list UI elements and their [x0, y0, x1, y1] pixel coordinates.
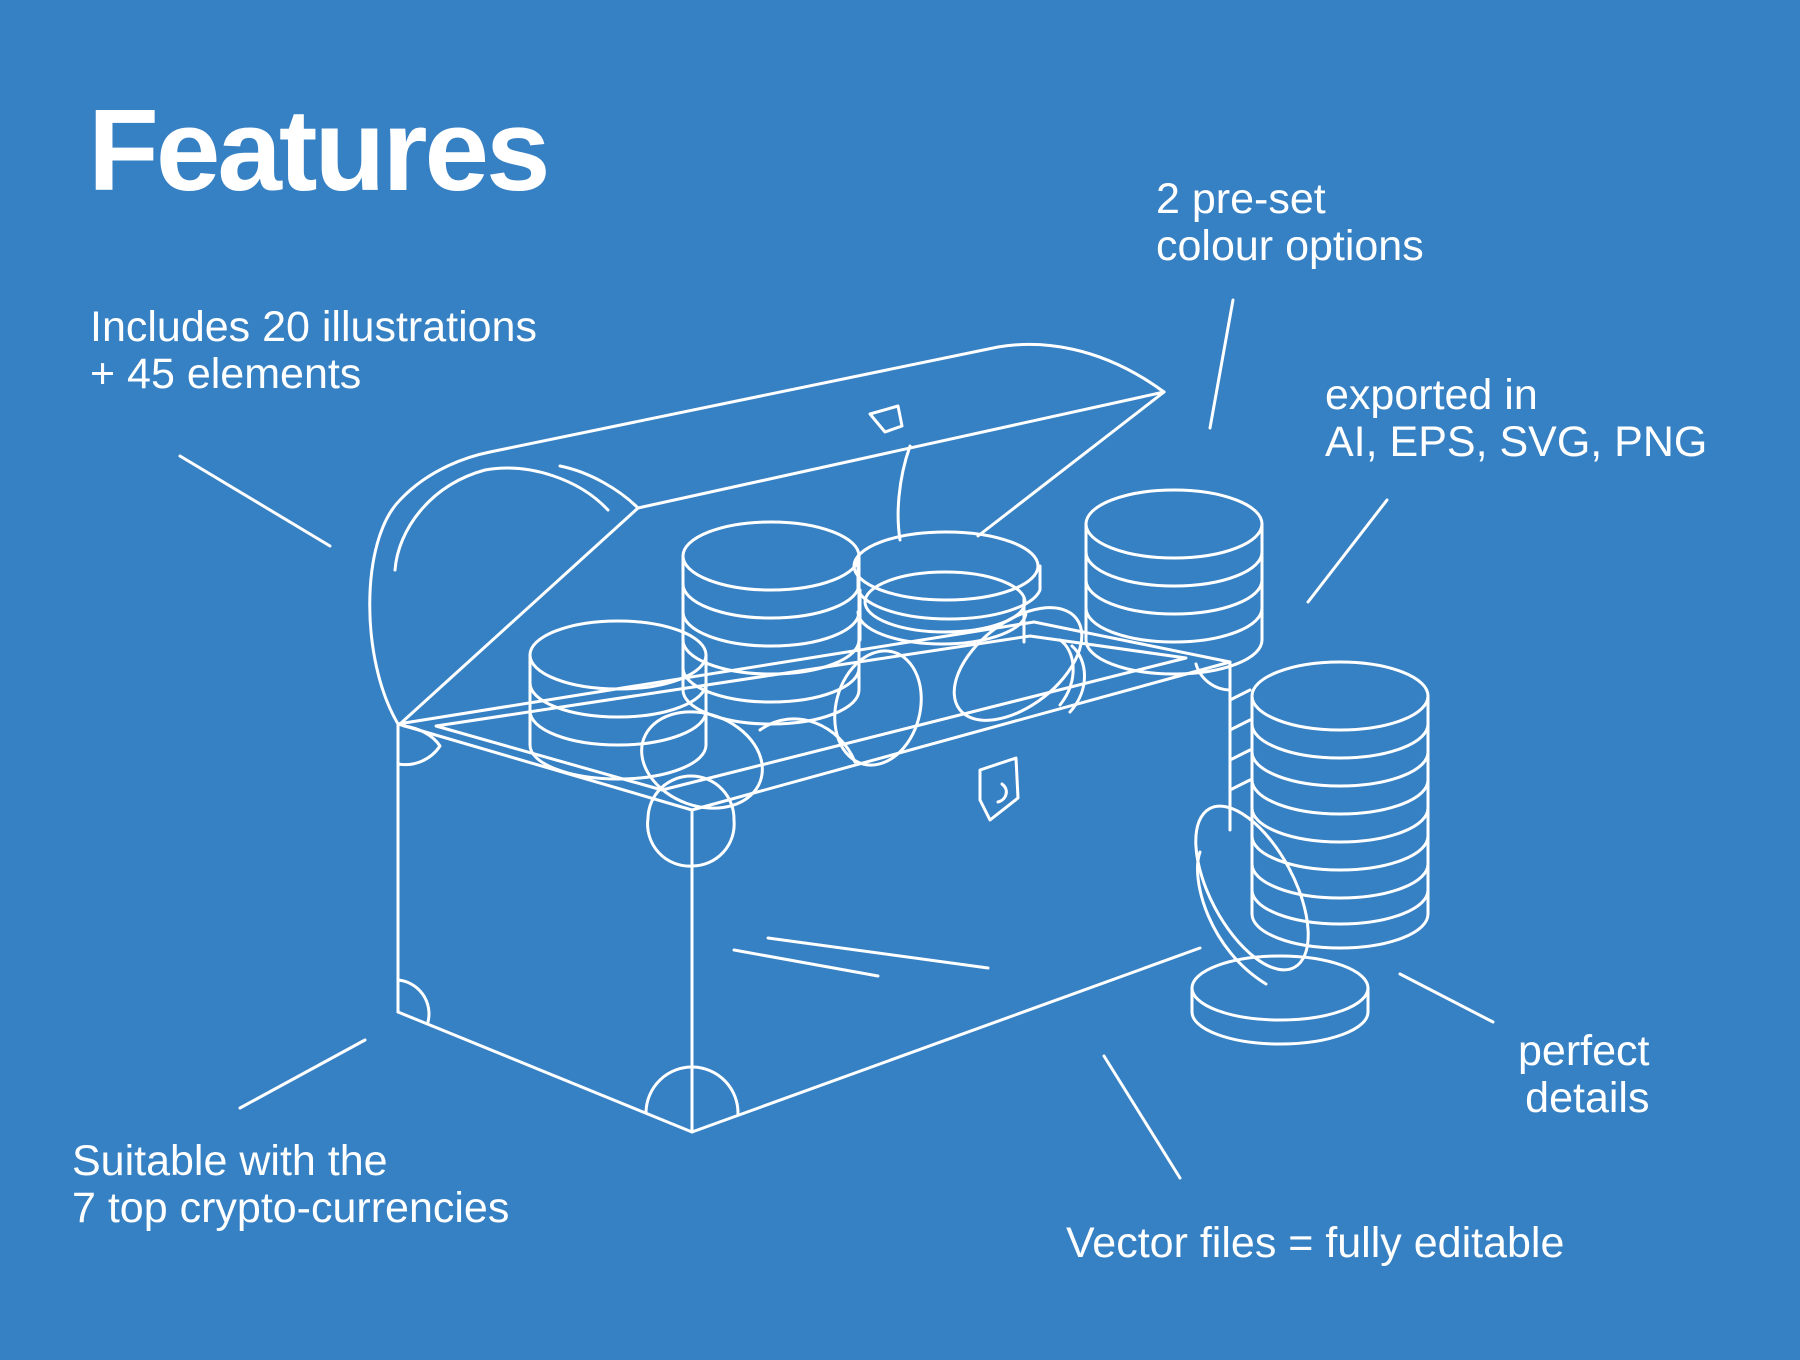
- coin-stack-middle: [683, 522, 859, 724]
- fallen-coins: [1173, 789, 1368, 1044]
- chest-lid: [370, 344, 1164, 724]
- feature-export-formats: exported in AI, EPS, SVG, PNG: [1325, 371, 1708, 466]
- page-title: Features: [88, 85, 551, 215]
- feature-crypto-currencies: Suitable with the 7 top crypto-currencie…: [72, 1137, 510, 1232]
- chest-body: [398, 622, 1250, 1132]
- coin-stack-back-right: [1086, 490, 1262, 674]
- coin-stack-front-right: [1252, 662, 1428, 948]
- feature-colour-options: 2 pre-set colour options: [1156, 175, 1424, 270]
- feature-perfect-details: perfect details: [1518, 1027, 1650, 1122]
- pointer-lines: [180, 300, 1493, 1178]
- feature-illustrations-count: Includes 20 illustrations + 45 elements: [90, 303, 537, 398]
- feature-vector-files: Vector files = fully editable: [1066, 1219, 1565, 1267]
- coin-stack-inner-right: [854, 532, 1040, 644]
